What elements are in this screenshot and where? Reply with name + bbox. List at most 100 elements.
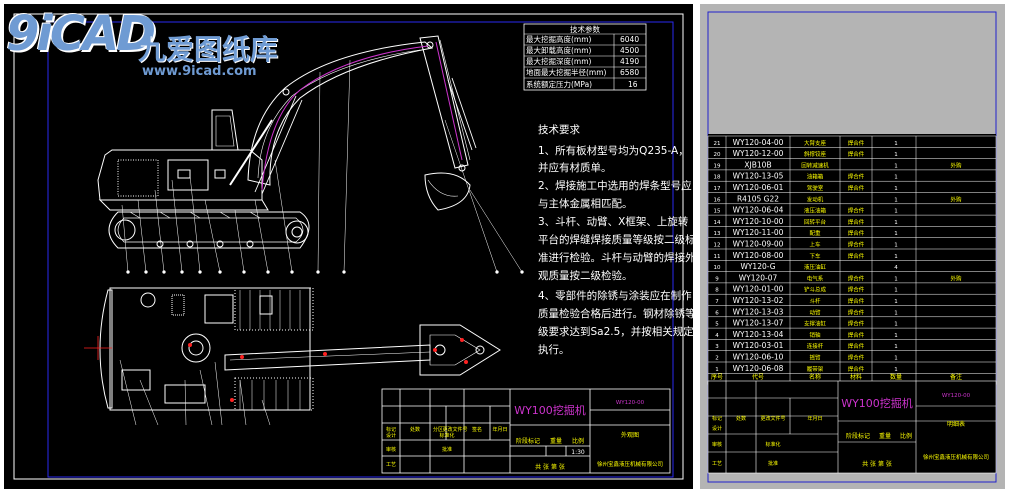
sheet-totals: 共 张 第 张	[862, 460, 892, 468]
tech-line: 平台的焊缝焊接质量等级按二级标	[538, 233, 696, 246]
drawing-code: WY120-00	[616, 400, 645, 406]
bom-cell-code: R4105 G22	[737, 194, 779, 203]
drawing-outer-frame	[13, 13, 684, 480]
bom-cell-qty: 1	[894, 209, 898, 215]
bom-cell-code: WY120-13-04	[733, 330, 784, 339]
tech-line: 执行。	[538, 343, 570, 356]
bom-cell-mat: 焊合件	[848, 139, 865, 147]
bom-cell-qty: 1	[894, 322, 898, 328]
sheet-col-label: 标记	[712, 415, 722, 422]
bom-cell-name: 油箱箱	[807, 173, 824, 181]
bom-cell-no: 11	[714, 254, 721, 260]
bom-cell-no: 3	[715, 344, 719, 350]
bom-cell-no: 20	[714, 152, 721, 158]
bom-cell-qty: 1	[894, 344, 898, 350]
leader-lines	[121, 59, 524, 274]
excavator-side-view[interactable]	[97, 35, 477, 249]
sheet-company: 徐州宝鑫液压机械有限公司	[923, 453, 989, 461]
bom-cell-no: 8	[715, 288, 719, 294]
bom-cell-name: 驾驶室	[807, 184, 824, 192]
bom-header-name: 名称	[809, 373, 821, 381]
bom-cell-no: 14	[714, 220, 721, 226]
col-label: 处数	[410, 426, 420, 433]
bom-cell-name: 摇臂	[809, 354, 821, 362]
sheet-role-label: 审核	[712, 441, 722, 448]
bom-cell-no: 9	[715, 276, 719, 282]
bom-cell-qty: 1	[894, 276, 898, 282]
bom-cell-qty: 1	[894, 231, 898, 237]
bom-cell-name: 斜撑铰座	[804, 150, 827, 158]
bom-cell-code: WY120-G	[740, 262, 775, 271]
bom-header-no: 序号	[711, 373, 723, 381]
bom-cell-mat: 焊合件	[848, 286, 865, 294]
role-label: 批准	[442, 446, 452, 453]
bom-cell-no: 4	[715, 333, 719, 339]
tech-line: 质量检验合格后进行。钢材除锈等	[538, 307, 696, 320]
tech-requirements: 技术要求 1、所有板材型号均为Q235-A， 并应有材质单。 2、焊接施工中选用…	[538, 123, 696, 356]
bom-cell-qty: 1	[894, 243, 898, 249]
bom-cell-code: WY120-07	[739, 273, 778, 282]
bom-header-mat: 材料	[850, 373, 862, 381]
bom-cell-name: 铲斗总成	[804, 286, 827, 294]
bom-cell-qty: 1	[894, 299, 898, 305]
bom-cell-name: 上车	[809, 241, 821, 249]
bom-cell-no: 17	[714, 186, 721, 192]
bom-cell-name: 下车	[809, 252, 821, 260]
bom-cell-name: 动臂	[809, 308, 821, 316]
bom-cell-name: 液压油缸	[804, 263, 827, 271]
sheet-doc: 明细表	[947, 420, 965, 428]
bom-cell-name: 液压油箱	[804, 207, 827, 215]
bom-header-row: 序号 代号 名称 材料 数量 备注	[711, 373, 962, 381]
param-value: 6040	[620, 35, 639, 44]
bom-cell-note: 外购	[950, 274, 962, 282]
sheet-weight: 重量	[879, 432, 891, 440]
bom-cell-mat: 焊合件	[848, 274, 865, 282]
drawing-weight: 重量	[550, 437, 562, 445]
role-label: 工艺	[386, 462, 396, 468]
bom-cell-mat: 焊合件	[848, 207, 865, 215]
drawing-canvas[interactable]	[4, 4, 693, 489]
sheet-role-label: 设计	[712, 425, 722, 432]
bom-cell-qty: 1	[894, 141, 898, 147]
bom-cell-code: WY120-12-00	[733, 149, 784, 158]
red-markers	[84, 336, 468, 402]
site-watermark-logo[interactable]: 9iCAD 九爱图纸库 www.9icad.com	[2, 6, 302, 80]
bom-cell-code: WY120-13-02	[733, 296, 784, 305]
bom-cell-name: 斗杆	[809, 297, 821, 305]
bom-cell-code: WY120-06-01	[733, 183, 784, 192]
bom-cell-name: 履带架	[807, 366, 824, 373]
bom-cell-code: WY120-13-05	[733, 172, 784, 181]
tech-line: 2、焊接施工中选用的焊条型号应	[538, 179, 692, 192]
watermark-url[interactable]: www.9icad.com	[142, 64, 257, 79]
bom-cell-qty: 4	[894, 265, 898, 271]
bom-cell-mat: 焊合件	[848, 150, 865, 158]
drawing-company: 徐州宝鑫液压机械有限公司	[597, 460, 663, 468]
sheet-name: WY100挖掘机	[841, 396, 913, 410]
param-label: 系统额定压力(MPa)	[526, 79, 592, 89]
sheet-role-label: 批准	[768, 460, 778, 467]
param-value: 6580	[620, 68, 639, 77]
col-label: 更改文件号	[442, 426, 467, 433]
bom-cell-name: 销轴	[809, 331, 821, 339]
bom-cell-no: 13	[714, 231, 721, 237]
bom-cell-name: 大臂支座	[804, 139, 827, 147]
sheet-col-label: 年月日	[807, 415, 822, 422]
drawing-doc: 外观图	[621, 431, 639, 439]
bom-cell-qty: 1	[894, 186, 898, 192]
bom-cell-name: 回转减速机	[801, 161, 829, 169]
bom-cell-code: WY120-08-00	[733, 251, 784, 260]
sheet-title-block	[707, 380, 997, 474]
tech-title: 技术要求	[538, 123, 580, 136]
bom-cell-no: 12	[714, 243, 721, 249]
